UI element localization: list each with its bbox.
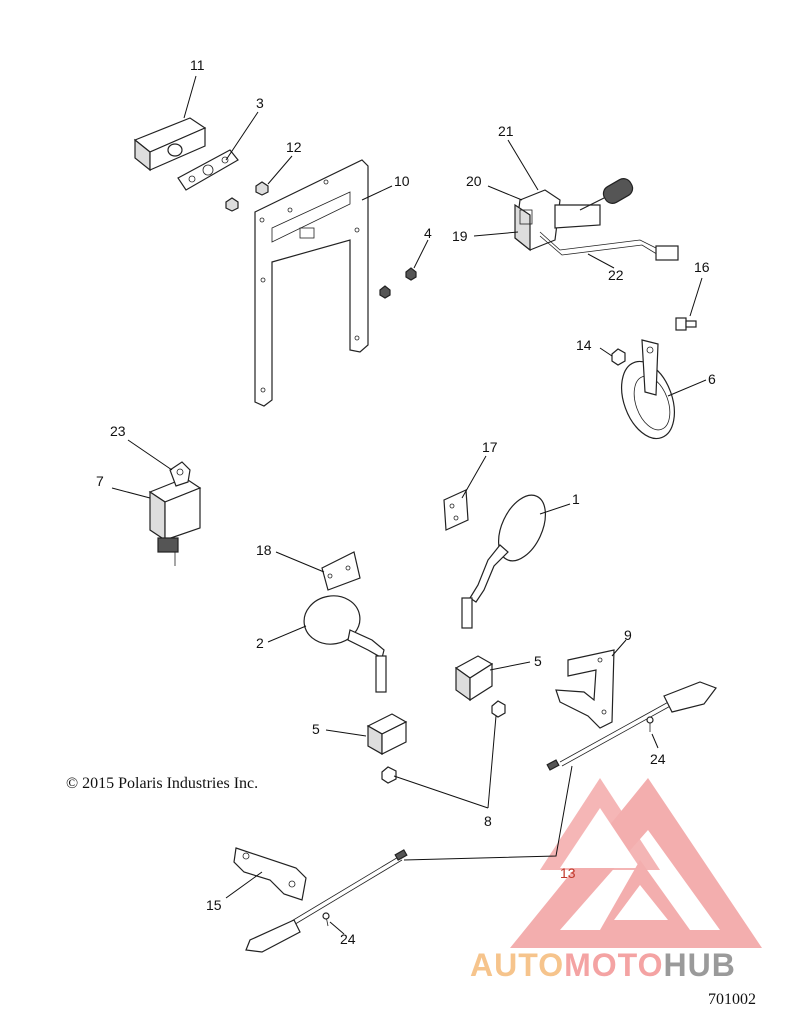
part-10-bracket xyxy=(254,159,369,407)
part-3-plate xyxy=(177,149,239,191)
watermark-moto: MOTO xyxy=(564,947,663,983)
part-11-lamp xyxy=(133,117,207,172)
callout-1: 1 xyxy=(572,491,580,507)
callout-9: 9 xyxy=(624,627,632,643)
part-18-bracket xyxy=(321,551,361,591)
part-13-turn-signal-left xyxy=(245,849,408,953)
callout-22: 22 xyxy=(608,267,624,283)
watermark-auto: AUTO xyxy=(470,947,564,983)
part-2-mirror-left xyxy=(303,595,387,693)
watermark-text: AUTOMOTOHUB xyxy=(470,947,736,983)
part-7-relay xyxy=(148,477,202,566)
part-13-turn-signal xyxy=(546,681,717,771)
svg-text:AUTOMOTOHUB: AUTOMOTOHUB xyxy=(470,947,736,983)
callout-15: 15 xyxy=(206,897,222,913)
part-23-clip xyxy=(169,461,191,487)
part-5-connector-2 xyxy=(366,713,408,756)
part-9-bracket xyxy=(555,649,615,729)
callout-labels: 11 3 12 10 4 21 20 19 22 16 14 6 23 7 17… xyxy=(96,57,716,947)
callout-14: 14 xyxy=(576,337,592,353)
callout-4: 4 xyxy=(424,225,432,241)
callout-12: 12 xyxy=(286,139,302,155)
callout-23: 23 xyxy=(110,423,126,439)
part-12-nut xyxy=(225,181,269,212)
part-15-bracket xyxy=(233,847,307,901)
part-5-connector xyxy=(454,655,494,702)
part-4-nut xyxy=(379,267,417,299)
callout-5-lower: 5 xyxy=(312,721,320,737)
callout-11: 11 xyxy=(190,57,205,73)
callout-6: 6 xyxy=(708,371,716,387)
part-16-bolt xyxy=(675,317,697,331)
watermark-hub: HUB xyxy=(663,947,735,983)
copyright-notice: © 2015 Polaris Industries Inc. xyxy=(66,775,258,792)
callout-24-lower: 24 xyxy=(340,931,356,947)
document-number: 701002 xyxy=(708,991,756,1008)
watermark-logo xyxy=(510,778,762,948)
callout-20: 20 xyxy=(466,173,482,189)
callout-13: 13 xyxy=(560,865,576,881)
callout-5-upper: 5 xyxy=(534,653,542,669)
callout-18: 18 xyxy=(256,542,272,558)
callout-16: 16 xyxy=(694,259,710,275)
part-20-switch-assembly xyxy=(514,178,679,261)
part-17-bracket xyxy=(443,489,469,531)
callout-3: 3 xyxy=(256,95,264,111)
part-14-nut xyxy=(611,348,626,366)
callout-10: 10 xyxy=(394,173,410,189)
leader-lines xyxy=(111,75,707,935)
callout-8: 8 xyxy=(484,813,492,829)
callout-2: 2 xyxy=(256,635,264,651)
part-8-nut xyxy=(381,700,506,784)
part-1-mirror-right xyxy=(461,494,546,629)
callout-19: 19 xyxy=(452,228,468,244)
callout-7: 7 xyxy=(96,473,104,489)
callout-17: 17 xyxy=(482,439,498,455)
part-6-horn xyxy=(621,339,675,440)
part-24-screw xyxy=(322,716,654,927)
callout-24-upper: 24 xyxy=(650,751,666,767)
callout-21: 21 xyxy=(498,123,514,139)
